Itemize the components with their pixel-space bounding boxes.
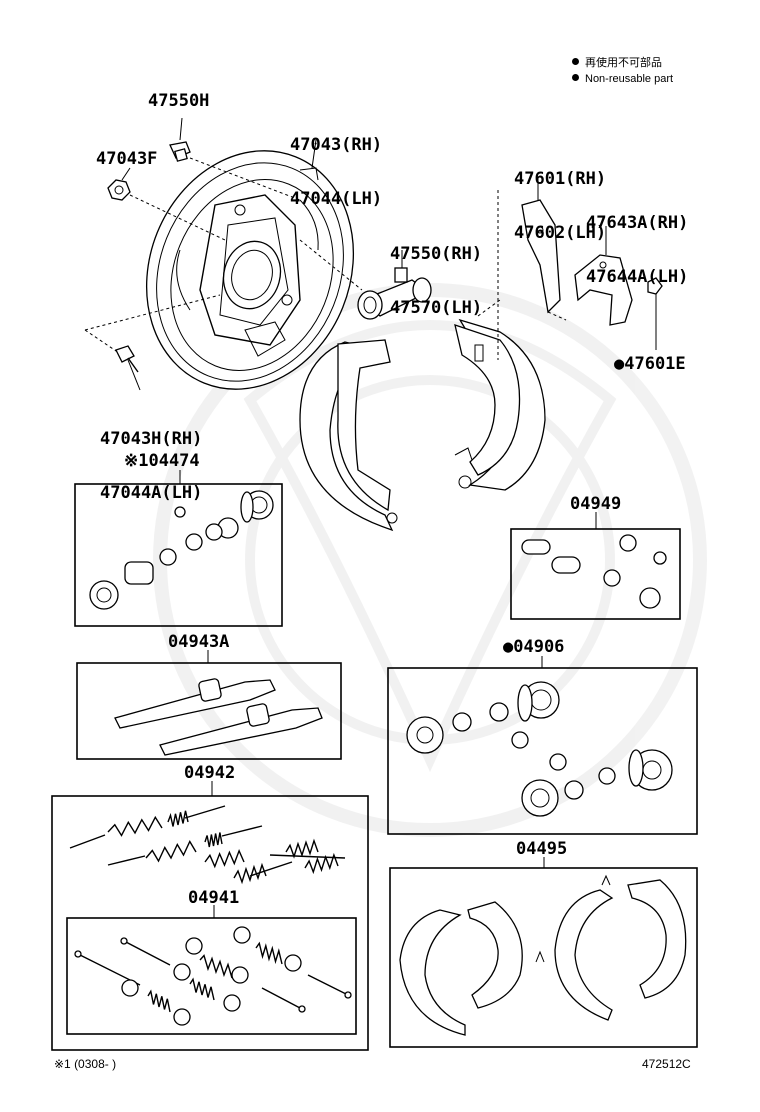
adjuster-lever	[574, 226, 633, 326]
bullet-icon	[572, 74, 579, 81]
coil-spring-7	[285, 838, 319, 859]
wheel-cylinder	[357, 250, 432, 320]
kit-04495-shoes	[399, 874, 687, 1036]
label-kit-04941: 04941	[188, 888, 240, 908]
label-47602-lh: 47602(LH)	[514, 223, 607, 243]
bolt-47043h	[115, 345, 139, 373]
label-47570-lh: 47570(LH)	[390, 298, 483, 318]
clip-47601e	[647, 277, 663, 350]
label-47044-lh: 47044(LH)	[290, 189, 383, 209]
label-47644a-lh: 47644A(LH)	[586, 267, 689, 287]
legend-non-reusable-jp: 再使用不可部品	[572, 55, 673, 71]
coil-spring-11	[255, 941, 283, 965]
kit-box-04906	[387, 667, 698, 835]
parking-brake-lever	[521, 178, 567, 321]
coil-spring-6	[233, 862, 267, 885]
coil-spring-1	[107, 815, 163, 837]
label-47601-47602: 47601(RH) 47602(LH)	[514, 134, 606, 260]
brake-shoe-front	[299, 339, 398, 532]
coil-spring-4	[204, 832, 223, 848]
coil-spring-12	[189, 977, 215, 1001]
kit-04474-parts	[89, 490, 274, 610]
label-47550-rh: 47550(RH)	[390, 244, 483, 264]
coil-spring-10	[199, 954, 233, 979]
backing-plate	[145, 150, 355, 390]
label-47550-47570: 47550(RH) 47570(LH)	[390, 209, 482, 335]
coil-spring-9	[147, 989, 171, 1013]
legend-non-reusable-en: Non-reusable part	[572, 71, 673, 87]
kit-04906-parts	[406, 681, 673, 817]
label-47550h: 47550H	[148, 91, 210, 111]
label-47043h-47044a: 47043H(RH) 47044A(LH)	[100, 394, 202, 520]
kit-box-04941	[66, 917, 357, 1035]
kit-box-04949	[510, 528, 681, 620]
kit-box-04942	[51, 795, 369, 1051]
brake-shoe-rear	[454, 318, 546, 491]
label-kit-04906: ●04906	[503, 637, 565, 657]
label-47601e: ●47601E	[614, 354, 686, 374]
label-kit-04495: 04495	[516, 839, 568, 859]
label-47043-rh: 47043(RH)	[290, 135, 383, 155]
label-47043f: 47043F	[96, 149, 158, 169]
footnote: ※1 (0308- )	[54, 1057, 117, 1071]
bleeder-bolt	[169, 141, 191, 162]
nut-47043f	[107, 179, 131, 201]
legend: 再使用不可部品 Non-reusable part	[572, 55, 673, 87]
diagram-code: 472512C	[642, 1057, 691, 1071]
kit-04941-parts	[74, 926, 352, 1026]
label-kit-04949: 04949	[570, 494, 622, 514]
kit-box-04474	[74, 483, 283, 627]
kit-04943a-parts	[114, 678, 323, 756]
coil-spring-8	[304, 852, 339, 875]
coil-springs	[107, 810, 339, 1013]
label-47643a-rh: 47643A(RH)	[586, 213, 689, 233]
label-47643a-47644a: 47643A(RH) 47644A(LH)	[586, 178, 688, 304]
coil-spring-3	[145, 840, 197, 863]
label-47043-47044: 47043(RH) 47044(LH)	[290, 100, 382, 226]
label-kit-04943a: 04943A	[168, 632, 230, 652]
coil-spring-5	[204, 848, 245, 869]
label-47043h-rh: 47043H(RH)	[100, 429, 203, 449]
label-kit-04474: ※104474	[124, 451, 200, 471]
coil-spring-2	[167, 810, 189, 827]
kit-box-04495	[389, 867, 698, 1048]
label-47601-rh: 47601(RH)	[514, 169, 607, 189]
bullet-icon	[572, 58, 579, 65]
label-kit-04942: 04942	[184, 763, 236, 783]
kit-04949-parts	[521, 534, 667, 609]
label-47044a-lh: 47044A(LH)	[100, 483, 203, 503]
kit-box-04943a	[76, 662, 342, 760]
